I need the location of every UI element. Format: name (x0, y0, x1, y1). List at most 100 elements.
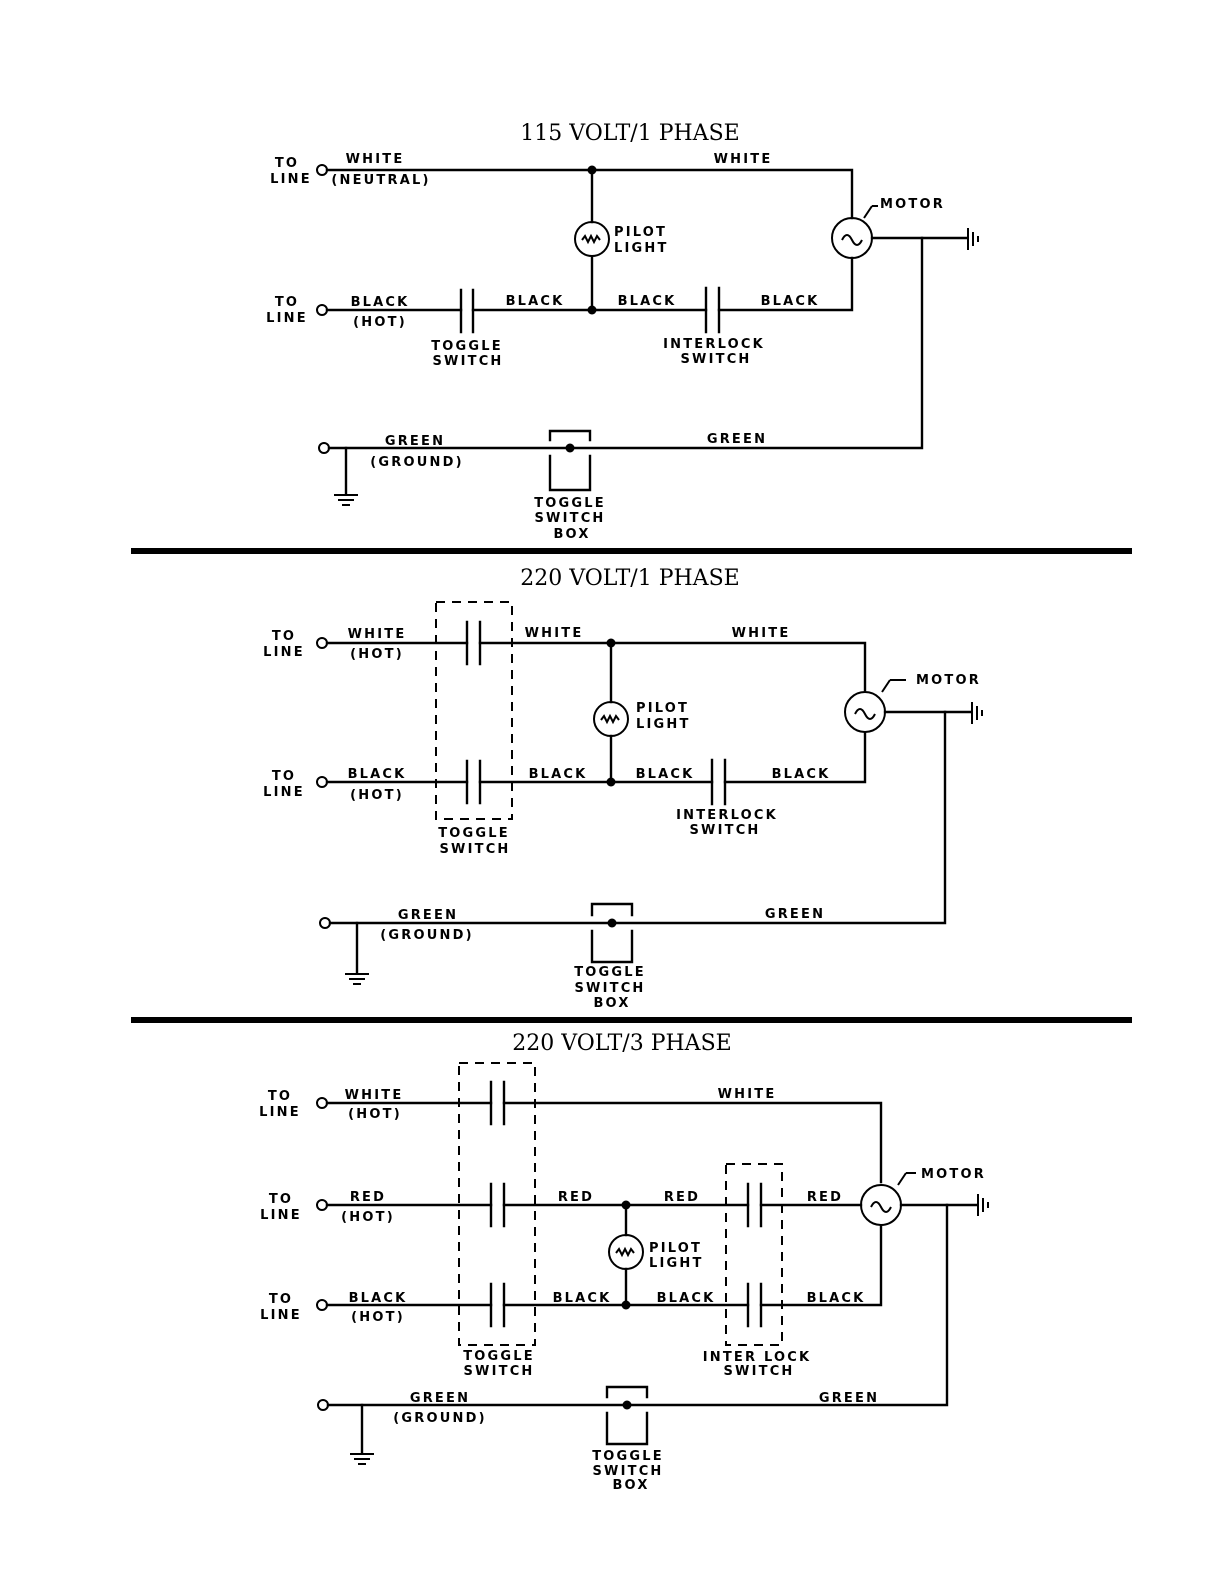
pilot-light-icon (574, 221, 610, 257)
wire-label-black-mid2: BLACK (618, 294, 677, 309)
box-label: BOX (612, 1478, 649, 1493)
pilot-label: PILOT (649, 1241, 702, 1256)
wire-sublabel-hot: (HOT) (353, 315, 407, 330)
wire-label-green-right: GREEN (765, 907, 825, 922)
white-wire (325, 1101, 883, 1184)
box-switch-label: SWITCH (534, 511, 605, 526)
wire-label-red: RED (350, 1190, 386, 1205)
junction-dot (606, 777, 616, 787)
wire-label-black-right: BLACK (761, 294, 820, 309)
wire-label-white-right: WHITE (714, 152, 773, 167)
line-terminal-black (316, 304, 328, 316)
motor-pointer (897, 1172, 907, 1186)
line-label: LINE (263, 785, 305, 800)
green-right-wire (625, 1203, 949, 1407)
interlock-label: INTERLOCK (663, 337, 765, 352)
to-label: TO (268, 1089, 292, 1104)
wire-label-white: WHITE (345, 1088, 404, 1103)
line-terminal-white (316, 1097, 328, 1109)
to-label: TO (275, 156, 299, 171)
wire-label-black-right: BLACK (807, 1291, 866, 1306)
motor-pointer (881, 679, 891, 693)
wire-label-black-mid2: BLACK (657, 1291, 716, 1306)
wire-sublabel-hot: (HOT) (351, 1310, 405, 1325)
interlock-label: INTERLOCK (676, 808, 778, 823)
box-switch-label: SWITCH (574, 981, 645, 996)
toggle-switch-box (605, 1385, 649, 1446)
white-wire (325, 641, 867, 692)
section-divider (131, 548, 1132, 554)
junction-dot (587, 305, 597, 315)
line-terminal-red (316, 1199, 328, 1211)
interlock-contact (704, 286, 721, 334)
junction-dot (565, 443, 575, 453)
line-label: LINE (270, 172, 312, 187)
black-wire (325, 731, 867, 784)
to-label: TO (272, 629, 296, 644)
motor-label: MOTOR (921, 1167, 986, 1182)
line-terminal-white (316, 164, 328, 176)
green-right-wire (568, 236, 924, 450)
wire-label-red-mid: RED (558, 1190, 594, 1205)
wire-label-green-right: GREEN (819, 1391, 879, 1406)
switch-label: SWITCH (689, 823, 760, 838)
wire-sublabel-hot: (HOT) (341, 1210, 395, 1225)
box-label: BOX (553, 527, 590, 542)
box-switch-label: SWITCH (592, 1464, 663, 1479)
to-label: TO (272, 769, 296, 784)
green-right-wire (610, 710, 947, 925)
wire-label-red-mid2: RED (664, 1190, 700, 1205)
wire-label-black: BLACK (351, 295, 410, 310)
switch-label: SWITCH (439, 842, 510, 857)
wire-label-white-right: WHITE (718, 1087, 777, 1102)
wire-sublabel-neutral: (NEUTRAL) (331, 173, 430, 188)
motor-icon (831, 217, 873, 259)
light-label: LIGHT (649, 1256, 704, 1271)
chassis-ground-icon (977, 1194, 989, 1216)
section-115v-1-phase: 115 VOLT/1 PHASE TO LINE WHITE (NEUTRAL)… (266, 121, 979, 542)
wire-label-black: BLACK (349, 1291, 408, 1306)
ground-terminal (319, 917, 331, 929)
wire-label-white: WHITE (346, 152, 405, 167)
switch-label: SWITCH (680, 352, 751, 367)
line-label: LINE (260, 1308, 302, 1323)
light-label: LIGHT (614, 241, 669, 256)
interlock-switch-enclosure (725, 1163, 783, 1346)
pilot-light-icon (593, 701, 629, 737)
motor-pointer (863, 205, 873, 219)
box-toggle-label: TOGGLE (574, 965, 646, 980)
interlock-contact (746, 1182, 763, 1228)
wire-label-black-right: BLACK (772, 767, 831, 782)
to-label: TO (269, 1292, 293, 1307)
to-label: TO (269, 1192, 293, 1207)
earth-ground-icon (334, 494, 358, 506)
interlock-contact (710, 758, 727, 806)
toggle-label: TOGGLE (438, 826, 510, 841)
pilot-label: PILOT (614, 225, 667, 240)
switch-label: SWITCH (463, 1364, 534, 1379)
wire-label-black-mid: BLACK (506, 294, 565, 309)
toggle-switch-box (548, 429, 592, 492)
wire-label-green: GREEN (410, 1391, 470, 1406)
motor-label: MOTOR (880, 197, 945, 212)
wire-label-white-right: WHITE (732, 626, 791, 641)
wire-label-green-right: GREEN (707, 432, 767, 447)
wire-label-black-mid2: BLACK (636, 767, 695, 782)
wire-sublabel-hot: (HOT) (350, 647, 404, 662)
switch-label: SWITCH (723, 1364, 794, 1379)
toggle-contact (489, 1282, 506, 1328)
toggle-contact (459, 288, 475, 334)
earth-ground-icon (350, 1453, 374, 1465)
ground-terminal (318, 442, 330, 454)
junction-dot (607, 918, 617, 928)
section-220v-1-phase: 220 VOLT/1 PHASE TO LINE WHITE (HOT) WHI… (263, 566, 983, 1011)
motor-icon (860, 1184, 902, 1226)
wire-label-black-mid: BLACK (553, 1291, 612, 1306)
wire-label-white: WHITE (348, 627, 407, 642)
section-title: 220 VOLT/1 PHASE (520, 566, 739, 591)
white-wire (325, 168, 854, 220)
wire-label-white-mid: WHITE (525, 626, 584, 641)
motor-label: MOTOR (916, 673, 981, 688)
interlock-label: INTER LOCK (703, 1350, 812, 1365)
